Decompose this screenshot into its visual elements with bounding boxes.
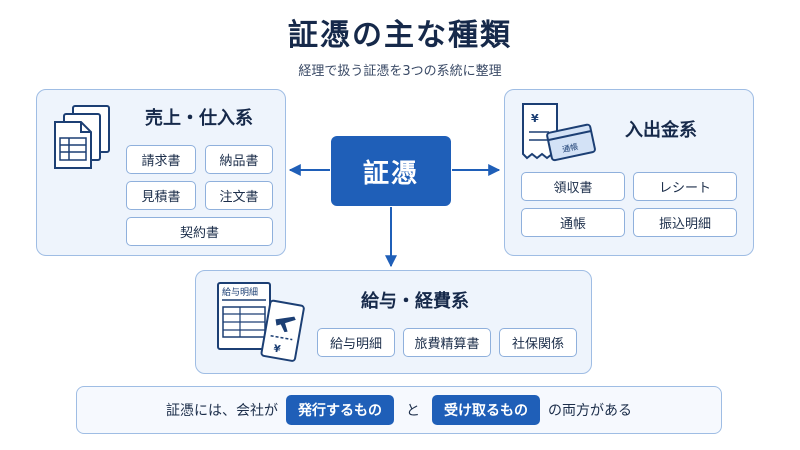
chip-delivery-note: 納品書	[205, 145, 273, 174]
chip-invoice: 請求書	[126, 145, 196, 174]
summary-middle: と	[406, 403, 420, 419]
sales-panel: 売上・仕入系 請求書 納品書 見積書 注文書 契約書	[36, 89, 286, 256]
payslip-label: 給与明細	[222, 286, 258, 298]
sales-panel-title: 売上・仕入系	[145, 108, 253, 129]
chip-passbook: 通帳	[521, 208, 625, 237]
summary-prefix: 証憑には、会社が	[166, 403, 278, 419]
cash-panel: ¥ 通帳 入出金系 領収書 レシート 通帳 振込明細	[504, 89, 754, 256]
chip-receipt: 領収書	[521, 172, 625, 201]
summary-suffix: の両方がある	[548, 403, 632, 419]
svg-text:¥: ¥	[531, 112, 539, 125]
summary-highlight-receive: 受け取るもの	[432, 395, 540, 425]
card-label: 通帳	[561, 141, 579, 154]
payslip-ticket-icon: 給与明細 ¥	[217, 282, 305, 362]
chip-contract: 契約書	[126, 217, 273, 246]
svg-text:¥: ¥	[272, 344, 281, 356]
chip-register-receipt: レシート	[633, 172, 737, 201]
payroll-panel-title: 給与・経費系	[361, 291, 469, 312]
payroll-panel: 給与明細 ¥ 給与・経費系 給与明細 旅費精算書 社保関係	[195, 270, 592, 374]
cash-panel-title: 入出金系	[625, 120, 697, 141]
page-subtitle: 経理で扱う証憑を3つの系統に整理	[298, 64, 502, 79]
chip-transfer-statement: 振込明細	[633, 208, 737, 237]
chip-travel-expense: 旅費精算書	[403, 328, 491, 357]
chip-social-insurance: 社保関係	[499, 328, 577, 357]
receipt-card-icon: ¥ 通帳	[522, 103, 596, 162]
chip-purchase-order: 注文書	[205, 181, 273, 210]
summary-highlight-issue: 発行するもの	[286, 395, 394, 425]
summary-bar: 証憑には、会社が 発行するもの と 受け取るもの の両方がある	[76, 386, 722, 434]
chip-quotation: 見積書	[126, 181, 196, 210]
documents-icon	[54, 105, 110, 169]
center-box: 証憑	[331, 136, 451, 206]
page-title: 証憑の主な種類	[288, 18, 512, 53]
chip-payslip: 給与明細	[317, 328, 395, 357]
